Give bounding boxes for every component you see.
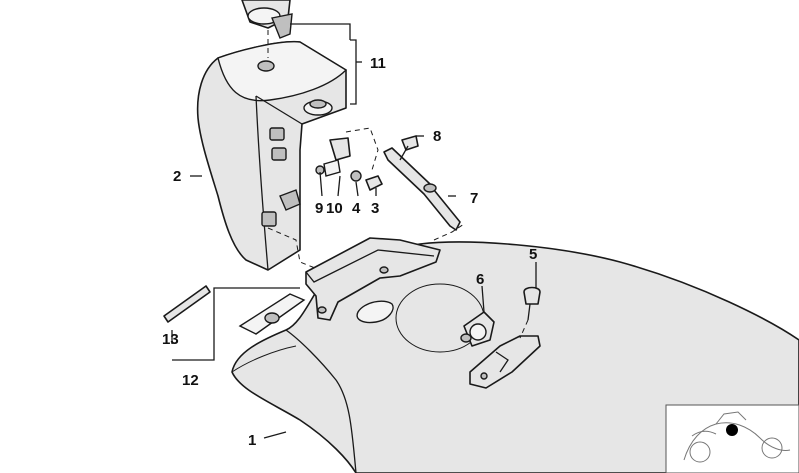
tail-box-part-2[interactable]: [196, 40, 348, 271]
lock-cylinder[interactable]: [241, 0, 293, 39]
callout-13: 13: [162, 331, 179, 348]
callout-4: 4: [352, 200, 361, 217]
latch-part-5[interactable]: [469, 286, 541, 389]
callout-6: 6: [476, 271, 484, 288]
callout-labels: 1 2 3 4 5 6 7 8 9 10 11 12 13: [162, 55, 537, 449]
callout-9: 9: [315, 200, 323, 217]
callout-10: 10: [326, 200, 343, 217]
callout-1: 1: [248, 432, 256, 449]
leader-lines: [171, 23, 537, 439]
seat-slot: [356, 300, 394, 324]
location-marker-dot: [726, 424, 738, 436]
clip-assembly[interactable]: [315, 137, 383, 191]
seat-pad: [238, 293, 306, 335]
motorcycle-location-thumbnail: [665, 404, 799, 473]
callout-12: 12: [182, 372, 199, 389]
pin-part-13[interactable]: [163, 285, 211, 323]
callout-7: 7: [470, 190, 478, 207]
callout-11: 11: [370, 55, 386, 72]
hinge-part-6[interactable]: [460, 311, 495, 347]
support-rod-part-7[interactable]: [383, 135, 461, 231]
mounting-bracket[interactable]: [305, 237, 441, 321]
callout-2: 2: [173, 168, 181, 185]
callout-3: 3: [371, 200, 379, 217]
callout-8: 8: [433, 128, 441, 145]
callout-5: 5: [529, 246, 537, 263]
